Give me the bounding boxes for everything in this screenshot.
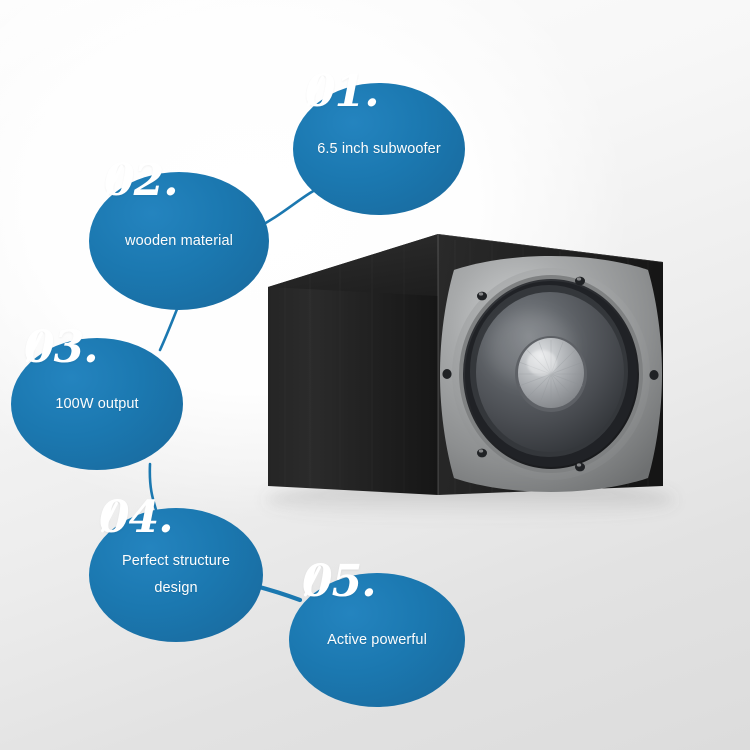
callout-bubble-05[interactable]: Active powerful	[289, 573, 465, 707]
callout-bubble-03[interactable]: 100W output	[11, 338, 183, 470]
callout-bubble-01[interactable]: 6.5 inch subwoofer	[293, 83, 465, 215]
callout-label-02: wooden material	[125, 232, 233, 249]
callout-bubble-02[interactable]: wooden material	[89, 172, 269, 310]
callout-label-03: 100W output	[55, 395, 139, 412]
callout-bubble-04[interactable]: Perfect structure design	[89, 508, 263, 642]
callout-label-04: Perfect structure design	[121, 553, 231, 596]
callout-label-01: 6.5 inch subwoofer	[317, 140, 441, 157]
callout-label-05: Active powerful	[327, 631, 427, 648]
